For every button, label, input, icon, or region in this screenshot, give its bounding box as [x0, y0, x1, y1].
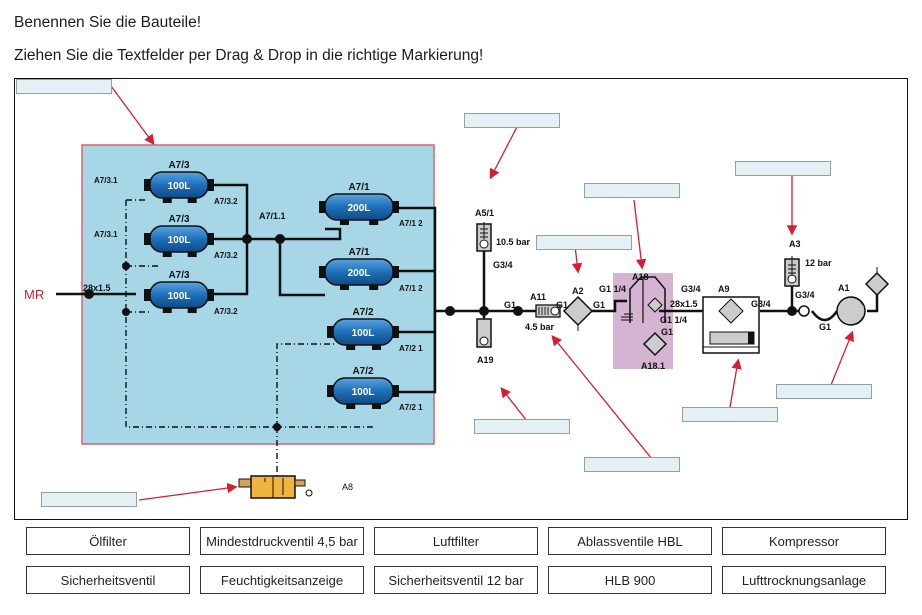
a1-label: A1 — [838, 283, 850, 293]
answer-bank-row-1: Ölfilter Mindestdruckventil 4,5 bar Luft… — [26, 527, 886, 555]
compressed-air-schematic: 100LA7/3A7/3.1A7/3.2100LA7/3A7/3.1A7/3.2… — [24, 85, 890, 501]
answer-chip[interactable]: Ölfilter — [26, 527, 190, 555]
a11-thread-out: G1 — [556, 300, 568, 310]
answer-chip[interactable]: Feuchtigkeitsanzeige — [200, 566, 364, 594]
tank-id: A7/3 — [168, 160, 190, 171]
tank-port-right: A7/1 2 — [399, 219, 423, 228]
a3-label: A3 — [789, 239, 801, 249]
dropzone-a2[interactable] — [536, 235, 632, 250]
pointer-arrows — [110, 85, 854, 501]
dropzone-a19[interactable] — [474, 419, 570, 434]
tank-id: A7/2 — [352, 307, 374, 318]
a9-label: A9 — [718, 284, 730, 294]
a18-thread-sub: G1 — [661, 327, 673, 337]
answer-chip[interactable]: HLB 900 — [548, 566, 712, 594]
answer-chip[interactable]: Sicherheitsventil 12 bar — [374, 566, 538, 594]
a2-thread: G1 — [593, 300, 605, 310]
a18-thread-in: G1 1/4 — [599, 284, 626, 294]
a11-pressure: 4.5 bar — [525, 322, 555, 332]
a5-1-thread: G3/4 — [493, 260, 513, 270]
answer-chip[interactable]: Ablassventile HBL — [548, 527, 712, 555]
drain-valve-a8[interactable] — [238, 475, 313, 499]
tank-volume: 200L — [348, 268, 371, 279]
dropzone-a3[interactable] — [735, 161, 831, 176]
inlet-label: MR — [24, 287, 44, 302]
tank-volume: 100L — [352, 328, 375, 339]
a1-thread: G1 — [819, 322, 831, 332]
tank-port-right: A7/3.2 — [214, 251, 238, 260]
answer-bank-row-2: Sicherheitsventil Feuchtigkeitsanzeige S… — [26, 566, 886, 594]
oil-filter-a2[interactable] — [562, 295, 594, 331]
answer-chip[interactable]: Lufttrocknungsanlage — [722, 566, 886, 594]
a19-label: A19 — [477, 355, 494, 365]
answer-chip[interactable]: Kompressor — [722, 527, 886, 555]
safety-valve-a3[interactable] — [784, 256, 800, 287]
dropzone-a11[interactable] — [584, 457, 680, 472]
air-tank[interactable]: 100L A7/2A7/2 1 — [327, 307, 423, 353]
pipe-size-label: 28x1.5 — [83, 283, 111, 293]
dropzone-a18[interactable] — [584, 183, 680, 198]
a9-pipe: 28x1.5 — [670, 299, 698, 309]
tank-id: A7/1 — [348, 247, 370, 258]
compressor-a1[interactable] — [798, 296, 866, 326]
air-tank[interactable]: 200L A7/1A7/1 2 — [319, 247, 423, 293]
tank-volume: 200L — [348, 203, 371, 214]
tank-port-right: A7/2 1 — [399, 403, 423, 412]
tank-volume: 100L — [168, 291, 191, 302]
air-dryer-a18[interactable] — [621, 276, 668, 357]
air-tank[interactable]: 100L A7/2A7/2 1 — [327, 366, 423, 412]
dropzone-a8[interactable] — [41, 492, 137, 507]
dropzone-a1[interactable] — [776, 384, 872, 399]
a18-label: A18 — [632, 272, 649, 282]
a5-1-pressure: 10.5 bar — [496, 237, 531, 247]
safety-valve-a5-1[interactable] — [476, 222, 492, 252]
a18-thread-out: G1 1/4 — [660, 315, 687, 325]
instruction-subtitle: Ziehen Sie die Textfelder per Drag & Dro… — [14, 47, 484, 64]
air-filter[interactable] — [864, 267, 890, 297]
tank-port-right: A7/2 1 — [399, 344, 423, 353]
air-tank[interactable]: 100L A7/3A7/3.2 — [144, 270, 238, 316]
tank-volume: 100L — [168, 235, 191, 246]
tank-volume: 100L — [168, 181, 191, 192]
tank-port-right: A7/3.2 — [214, 307, 238, 316]
dropzone-a5-1[interactable] — [464, 113, 560, 128]
a9-thread-out: G3/4 — [751, 299, 771, 309]
a2-label: A2 — [572, 286, 584, 296]
pipe-junctions — [84, 234, 797, 431]
answer-chip[interactable]: Mindestdruckventil 4,5 bar — [200, 527, 364, 555]
min-pressure-valve-a11[interactable] — [535, 304, 561, 318]
tank-port-right: A7/3.2 — [214, 197, 238, 206]
dropzone-tank-system[interactable] — [16, 79, 112, 94]
dropzone-a9[interactable] — [682, 407, 778, 422]
air-tank[interactable]: 100L A7/3A7/3.1A7/3.2 — [94, 160, 238, 206]
air-drying-unit-a9[interactable] — [702, 296, 760, 354]
a3-thread: G3/4 — [795, 290, 815, 300]
tank-id: A7/3 — [168, 270, 190, 281]
tank-id: A7/2 — [352, 366, 374, 377]
tank-port-right: A7/1 2 — [399, 284, 423, 293]
drain-valve-label: A8 — [342, 482, 353, 492]
answer-chip[interactable]: Luftfilter — [374, 527, 538, 555]
answer-chip[interactable]: Sicherheitsventil — [26, 566, 190, 594]
a11-thread-in: G1 — [504, 300, 516, 310]
tank-id: A7/3 — [168, 214, 190, 225]
a9-thread-in: G3/4 — [681, 284, 701, 294]
junction-label: A7/1.1 — [259, 211, 286, 221]
air-tank[interactable]: 100L A7/3A7/3.1A7/3.2 — [94, 214, 238, 260]
component-labels: MR 28x1.5 A7/1.1 A8 A5/1 10.5 bar G3/4 A… — [24, 208, 850, 492]
instruction-title: Benennen Sie die Bauteile! — [14, 14, 202, 31]
a3-pressure: 12 bar — [805, 258, 832, 268]
tank-volume: 100L — [352, 387, 375, 398]
air-tank[interactable]: 200L A7/1A7/1 2 — [319, 182, 423, 228]
tank-id: A7/1 — [348, 182, 370, 193]
moisture-indicator-a19[interactable] — [476, 318, 492, 348]
tanks: 100LA7/3A7/3.1A7/3.2100LA7/3A7/3.1A7/3.2… — [94, 160, 423, 412]
tank-port-left: A7/3.1 — [94, 176, 118, 185]
a11-label: A11 — [530, 292, 546, 302]
tank-port-left: A7/3.1 — [94, 230, 118, 239]
a5-1-label: A5/1 — [475, 208, 494, 218]
a18-1-label: A18.1 — [641, 361, 665, 371]
